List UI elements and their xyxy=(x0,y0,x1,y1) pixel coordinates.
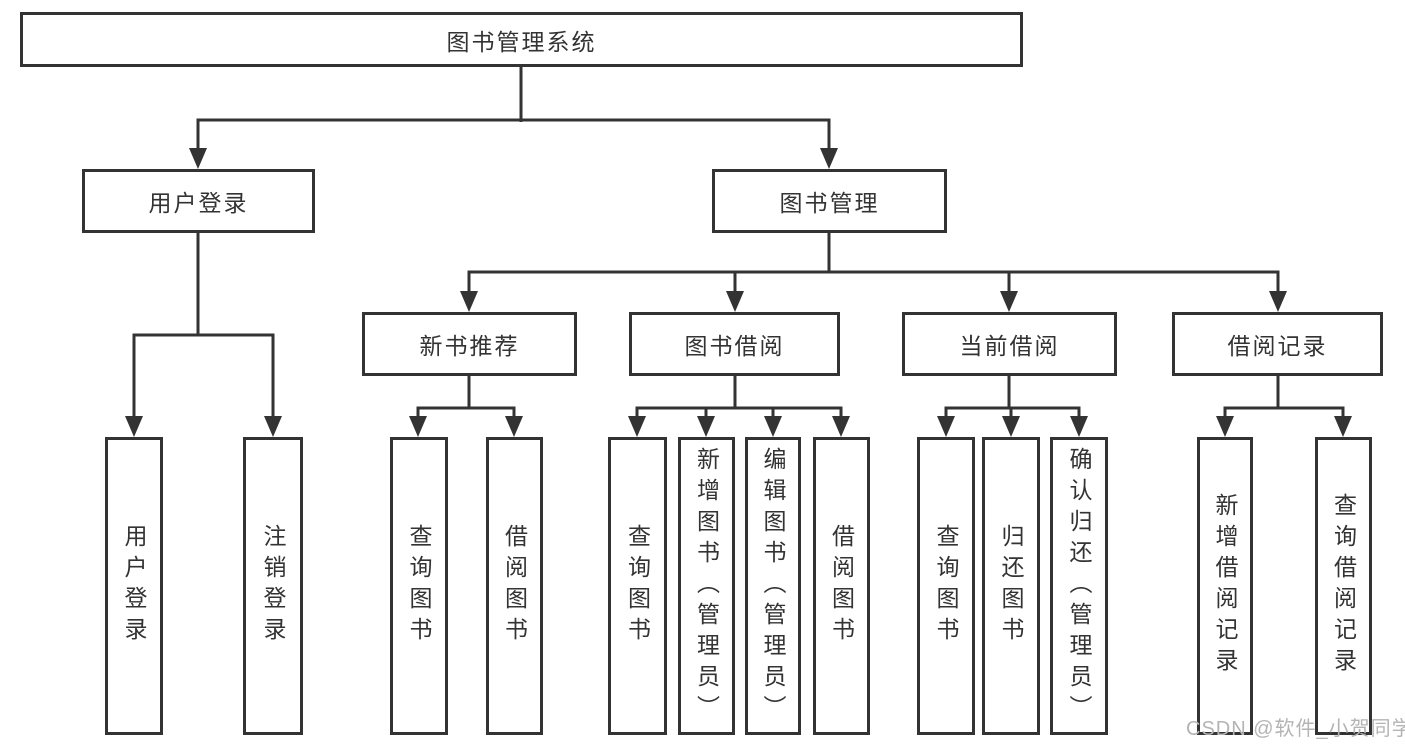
leaf-borrow-books-recommend: 借阅图书 xyxy=(486,437,543,735)
leaf-user-login: 用户登录 xyxy=(105,437,163,735)
node-label: 图书借阅 xyxy=(684,333,785,359)
leaf-return-books: 归还图书 xyxy=(982,437,1040,735)
leaf-edit-books-admin: 编辑图书（管理员） xyxy=(745,437,801,735)
leaf-query-books-current: 查询图书 xyxy=(917,437,975,735)
node-label: 用户登录 xyxy=(121,524,147,648)
node-label: 注销登录 xyxy=(260,524,286,648)
node-current-borrowing: 当前借阅 xyxy=(902,312,1117,376)
leaf-confirm-return-admin: 确认归还（管理员） xyxy=(1050,437,1108,735)
node-borrowing-records: 借阅记录 xyxy=(1172,312,1383,376)
node-user-login: 用户登录 xyxy=(82,169,315,233)
tree-edges xyxy=(132,67,1345,419)
leaf-add-books-admin: 新增图书（管理员） xyxy=(678,437,735,735)
node-new-book-recommendation: 新书推荐 xyxy=(362,312,577,376)
node-label: 当前借阅 xyxy=(959,333,1060,359)
node-label: 借阅图书 xyxy=(501,524,528,648)
leaf-borrow-books-borrowing: 借阅图书 xyxy=(813,437,870,735)
node-label: 借阅图书 xyxy=(828,524,855,648)
leaf-query-borrow-record: 查询借阅记录 xyxy=(1315,437,1372,735)
node-book-borrowing: 图书借阅 xyxy=(629,312,840,376)
node-label: 借阅记录 xyxy=(1227,333,1328,359)
arrowheads xyxy=(125,148,1352,437)
node-label: 查询图书 xyxy=(624,524,651,648)
node-label: 图书管理系统 xyxy=(446,28,597,55)
node-label: 归还图书 xyxy=(998,524,1024,648)
node-label: 新增图书（管理员） xyxy=(693,446,720,726)
node-label: 编辑图书（管理员） xyxy=(760,446,786,726)
node-label: 图书管理 xyxy=(779,190,880,216)
leaf-logout: 注销登录 xyxy=(243,437,303,735)
node-label: 新书推荐 xyxy=(419,333,520,359)
leaf-query-books-recommend: 查询图书 xyxy=(390,437,448,735)
node-label: 用户登录 xyxy=(148,190,249,216)
node-book-management: 图书管理 xyxy=(712,169,947,233)
node-label: 新增借阅记录 xyxy=(1212,493,1238,679)
node-label: 查询图书 xyxy=(406,524,432,648)
node-library-management-system: 图书管理系统 xyxy=(20,12,1023,67)
csdn-watermark: CSDN @软件_小贺同学 xyxy=(1186,718,1405,740)
node-label: 查询图书 xyxy=(933,524,959,648)
node-label: 确认归还（管理员） xyxy=(1066,446,1092,726)
leaf-query-books-borrowing: 查询图书 xyxy=(608,437,667,735)
leaf-add-borrow-record: 新增借阅记录 xyxy=(1197,437,1253,735)
node-label: 查询借阅记录 xyxy=(1330,493,1357,679)
